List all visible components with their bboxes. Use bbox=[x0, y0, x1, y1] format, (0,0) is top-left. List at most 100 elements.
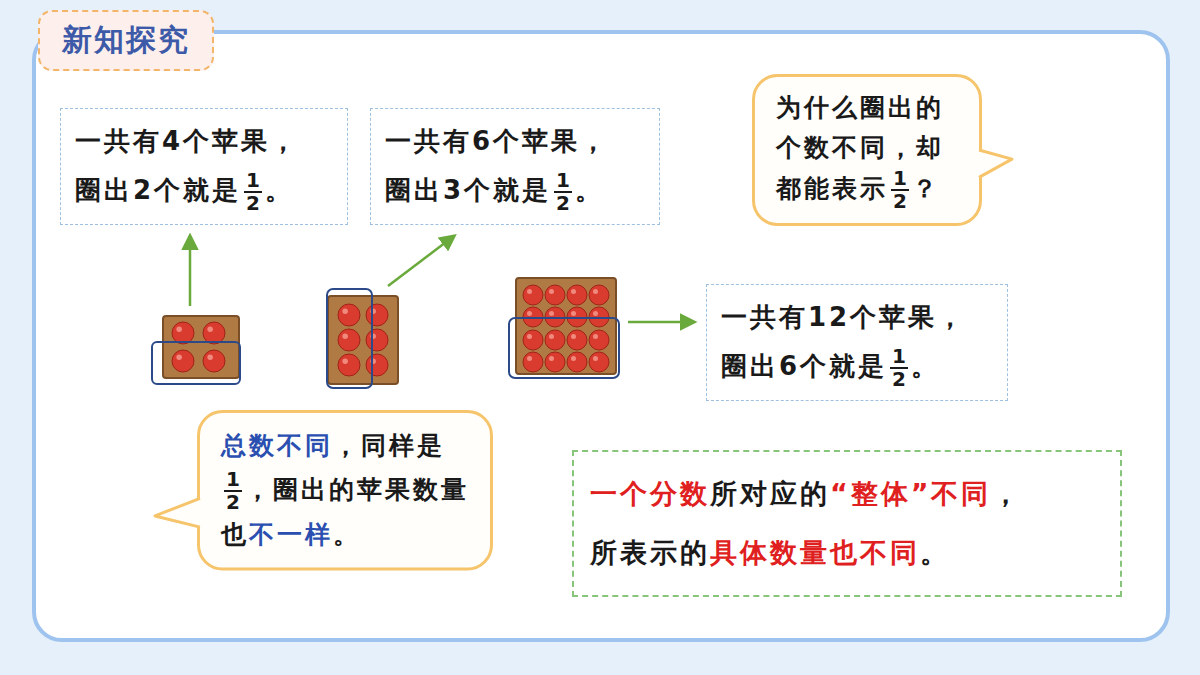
text: 。 bbox=[333, 520, 361, 549]
apple-shine bbox=[549, 356, 554, 361]
apple-body bbox=[172, 350, 194, 372]
apple-body bbox=[203, 322, 225, 344]
selection-ring bbox=[509, 318, 619, 378]
apple-crates bbox=[163, 278, 616, 384]
apple bbox=[172, 350, 194, 372]
apple bbox=[545, 330, 565, 350]
conclusion-box: 一个分数所对应的“整体”不同， 所表示的具体数量也不同。 bbox=[572, 450, 1122, 597]
apple-shine bbox=[593, 334, 598, 339]
apple-shine bbox=[593, 311, 598, 316]
apple bbox=[589, 352, 609, 372]
text: ，同样是 bbox=[333, 431, 445, 460]
apple-body bbox=[366, 304, 388, 326]
text: 。 bbox=[265, 175, 294, 205]
apple-body bbox=[366, 354, 388, 376]
apple-shine bbox=[593, 356, 598, 361]
apple bbox=[338, 304, 360, 326]
text: 。 bbox=[920, 537, 950, 568]
apple-shine bbox=[342, 308, 348, 314]
bubble-tail bbox=[155, 498, 200, 527]
apple-body bbox=[567, 330, 587, 350]
text: 所对应的 bbox=[710, 478, 830, 509]
text: ？ bbox=[912, 174, 940, 203]
apple-shine bbox=[549, 289, 554, 294]
apple bbox=[172, 322, 194, 344]
selection-ring bbox=[152, 342, 240, 384]
bubble-tail-fill bbox=[979, 150, 1012, 177]
apple bbox=[545, 352, 565, 372]
apple-body bbox=[338, 304, 360, 326]
slide-panel bbox=[34, 32, 1168, 640]
apple-body bbox=[366, 329, 388, 351]
crate bbox=[516, 278, 616, 374]
text: 。 bbox=[911, 351, 940, 381]
denominator: 2 bbox=[554, 191, 572, 214]
bubble-body bbox=[199, 412, 492, 570]
text: 具体数量也不同 bbox=[710, 537, 920, 568]
apple-body bbox=[545, 285, 565, 305]
text: 一共有4个苹果， bbox=[75, 126, 299, 156]
fraction: 12 bbox=[891, 168, 909, 212]
apple-shine bbox=[527, 311, 532, 316]
text: 一共有6个苹果， bbox=[385, 126, 609, 156]
apple bbox=[567, 285, 587, 305]
numerator: 1 bbox=[554, 170, 572, 191]
fraction: 12 bbox=[554, 170, 572, 214]
apple-shine bbox=[207, 354, 213, 360]
apple-shine bbox=[342, 333, 348, 339]
apple-shine bbox=[571, 289, 576, 294]
text: 一共有12个苹果， bbox=[721, 302, 966, 332]
apple bbox=[523, 352, 543, 372]
apple-body bbox=[589, 285, 609, 305]
apple-shine bbox=[207, 326, 213, 332]
apple bbox=[545, 285, 565, 305]
denominator: 2 bbox=[224, 490, 242, 513]
crate bbox=[328, 296, 398, 384]
bubble-body bbox=[754, 76, 981, 225]
text: 一个分数 bbox=[590, 478, 710, 509]
numerator: 1 bbox=[890, 346, 908, 367]
apple-shine bbox=[571, 356, 576, 361]
apple bbox=[589, 330, 609, 350]
apple-shine bbox=[571, 311, 576, 316]
apple bbox=[203, 322, 225, 344]
apple-shine bbox=[549, 334, 554, 339]
bubble-tail-fill bbox=[155, 498, 200, 527]
leader-arrow bbox=[189, 236, 192, 306]
text-box: 一共有12个苹果， 圈出6个就是12。 bbox=[706, 284, 1008, 401]
apple-body bbox=[338, 354, 360, 376]
apple-shine bbox=[571, 334, 576, 339]
text: 总数不同 bbox=[221, 431, 333, 460]
apple-body bbox=[523, 285, 543, 305]
selection-ring bbox=[327, 289, 372, 388]
denominator: 2 bbox=[244, 191, 262, 214]
fraction: 12 bbox=[890, 346, 908, 390]
text: 。 bbox=[575, 175, 604, 205]
apple-body bbox=[172, 322, 194, 344]
text: 所表示的 bbox=[590, 537, 710, 568]
apple-body bbox=[589, 352, 609, 372]
apple-shine bbox=[549, 311, 554, 316]
denominator: 2 bbox=[890, 367, 908, 390]
apple bbox=[203, 350, 225, 372]
numerator: 1 bbox=[224, 469, 242, 490]
apple bbox=[567, 352, 587, 372]
apple bbox=[338, 329, 360, 351]
apple bbox=[589, 285, 609, 305]
text-box: 一共有6个苹果，圈出3个就是12。 bbox=[370, 108, 660, 225]
numerator: 1 bbox=[891, 168, 909, 189]
speech-bubble: 总数不同，同样是12，圈出的苹果数量也不一样。 bbox=[197, 410, 493, 571]
text: “整体”不同 bbox=[830, 478, 992, 509]
text: 不一样 bbox=[249, 520, 333, 549]
text: ， bbox=[992, 478, 1022, 509]
text: 圈出6个就是 bbox=[721, 351, 887, 381]
section-title: 新知探究 bbox=[38, 10, 214, 71]
leader-arrows bbox=[190, 236, 694, 322]
fraction: 12 bbox=[224, 469, 242, 513]
apple-shine bbox=[176, 354, 182, 360]
speech-bubble: 为什么圈出的个数不同，却都能表示12？ bbox=[752, 74, 982, 226]
apple bbox=[366, 304, 388, 326]
text: 圈出2个就是 bbox=[75, 175, 241, 205]
apple-body bbox=[567, 352, 587, 372]
